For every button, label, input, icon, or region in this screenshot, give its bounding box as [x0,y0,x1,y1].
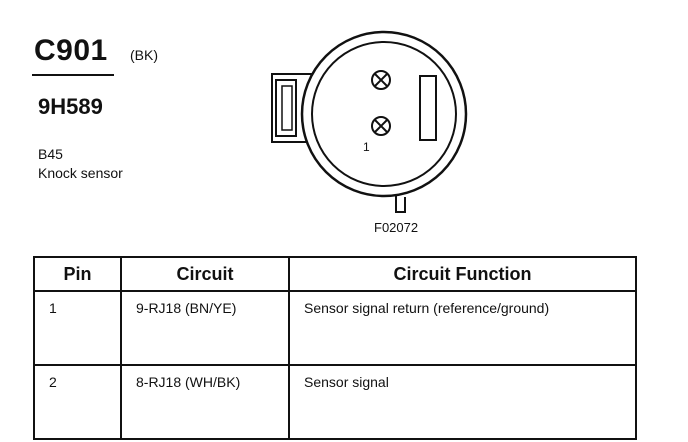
pin-cavity-icon [371,70,391,90]
connector-keyway-slot [419,75,437,141]
part-number: 9H589 [38,94,103,119]
cell-circuit: 9-RJ18 (BN/YE) [120,290,290,366]
cell-circuit-function: Sensor signal [288,364,637,440]
figure-reference: F02072 [374,220,419,235]
connector-housing-inner [311,41,457,187]
header-pin: Pin [33,256,122,292]
cell-pin: 1 [33,290,122,366]
connector-location: B45 [38,146,63,162]
pinout-table: Pin Circuit Circuit Function 1 9-RJ18 (B… [33,256,637,440]
connector-housing-outer [300,30,468,198]
cell-circuit-function: Sensor signal return (reference/ground) [288,290,637,366]
cell-circuit: 8-RJ18 (WH/BK) [120,364,290,440]
connector-color-code: (BK) [130,47,158,63]
table-row: 2 8-RJ18 (WH/BK) Sensor signal [33,364,637,440]
cell-pin: 2 [33,364,122,440]
connector-id-underline [32,74,114,76]
table-row: 1 9-RJ18 (BN/YE) Sensor signal return (r… [33,290,637,366]
diagram-pin-label: 1 [363,140,370,154]
connector-bottom-tab [395,195,406,213]
header-circuit-function: Circuit Function [288,256,637,292]
connector-description: Knock sensor [38,165,123,181]
connector-id: C901 [34,34,108,67]
header-circuit: Circuit [120,256,290,292]
pin-cavity-icon [371,116,391,136]
connector-face-diagram: 1 [271,30,468,213]
table-header-row: Pin Circuit Circuit Function [33,256,637,292]
